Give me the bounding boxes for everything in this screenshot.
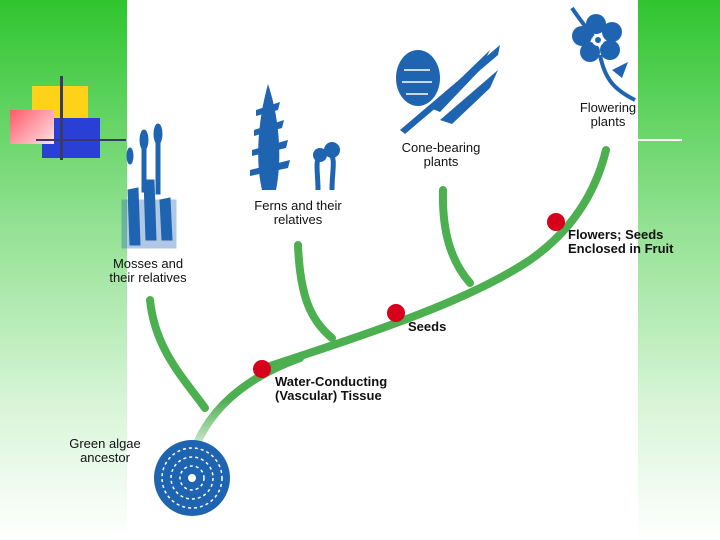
main-branch <box>258 150 606 370</box>
cone-bearing-plants-label: Cone-bearing plants <box>393 141 489 169</box>
moss-icon <box>122 124 176 248</box>
flowering-plant-icon <box>572 8 635 100</box>
flowers-node <box>547 213 565 231</box>
vascular-trait-label: Water-Conducting (Vascular) Tissue <box>275 375 405 403</box>
seeds-trait-label: Seeds <box>408 320 446 334</box>
fern-branch <box>298 245 332 338</box>
green-algae-cell-icon <box>154 440 230 516</box>
cone-branch <box>443 190 470 283</box>
flowering-plants-label: Flowering plants <box>566 101 650 129</box>
moss-branch <box>150 300 205 408</box>
green-algae-label: Green algae ancestor <box>60 437 150 465</box>
mosses-label: Mosses and their relatives <box>100 257 196 285</box>
ferns-label: Ferns and their relatives <box>250 199 346 227</box>
seeds-node <box>387 304 405 322</box>
vascular-node <box>253 360 271 378</box>
fern-icon <box>250 84 340 190</box>
flowers-trait-label: Flowers; Seeds Enclosed in Fruit <box>568 228 686 256</box>
pine-cone-icon <box>396 45 500 134</box>
